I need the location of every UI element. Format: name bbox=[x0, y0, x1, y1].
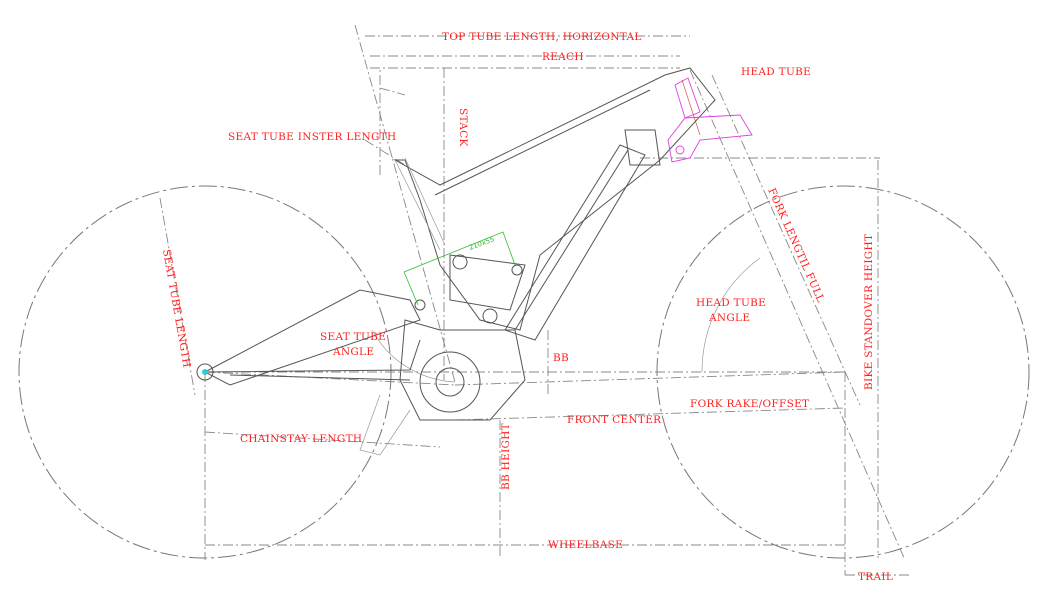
label-top-tube: TOP TUBE LENGTH, HORIZONTAL bbox=[442, 31, 642, 43]
label-seat-tube-angle-1: SEAT TUBE bbox=[320, 331, 386, 343]
label-seat-tube-angle-2: ANGLE bbox=[332, 346, 374, 358]
label-head-tube-angle-2: ANGLE bbox=[708, 312, 750, 324]
label-fork-rake: FORK RAKE/OFFSET bbox=[690, 398, 809, 410]
fork bbox=[667, 77, 753, 163]
label-stack: STACK bbox=[457, 108, 469, 147]
frame bbox=[196, 67, 716, 456]
label-reach: REACH bbox=[542, 51, 584, 63]
label-front-center: FRONT CENTER bbox=[567, 414, 662, 426]
label-trail: TRAIL bbox=[858, 571, 893, 583]
label-bb: BB bbox=[553, 352, 569, 364]
label-wheelbase: WHEELBASE bbox=[548, 539, 623, 551]
shock-size-label: 210x55 bbox=[468, 235, 496, 252]
label-head-tube: HEAD TUBE bbox=[741, 66, 811, 78]
label-seat-tube-insert: SEAT TUBE INSTER LENGTH bbox=[228, 131, 397, 143]
label-chainstay: CHAINSTAY LENGTH bbox=[240, 433, 362, 445]
label-head-tube-angle-1: HEAD TUBE bbox=[696, 297, 766, 309]
label-bb-height: BB HEIGHT bbox=[500, 423, 512, 490]
dimension-lines bbox=[159, 24, 912, 576]
label-bike-standover: BIKE STANDOVER HEIGHT bbox=[863, 234, 875, 390]
label-fork-length: FORK LENGTIL FULL bbox=[765, 186, 826, 304]
label-seat-tube-length: SEAT TUBE LENGTH bbox=[160, 248, 193, 368]
